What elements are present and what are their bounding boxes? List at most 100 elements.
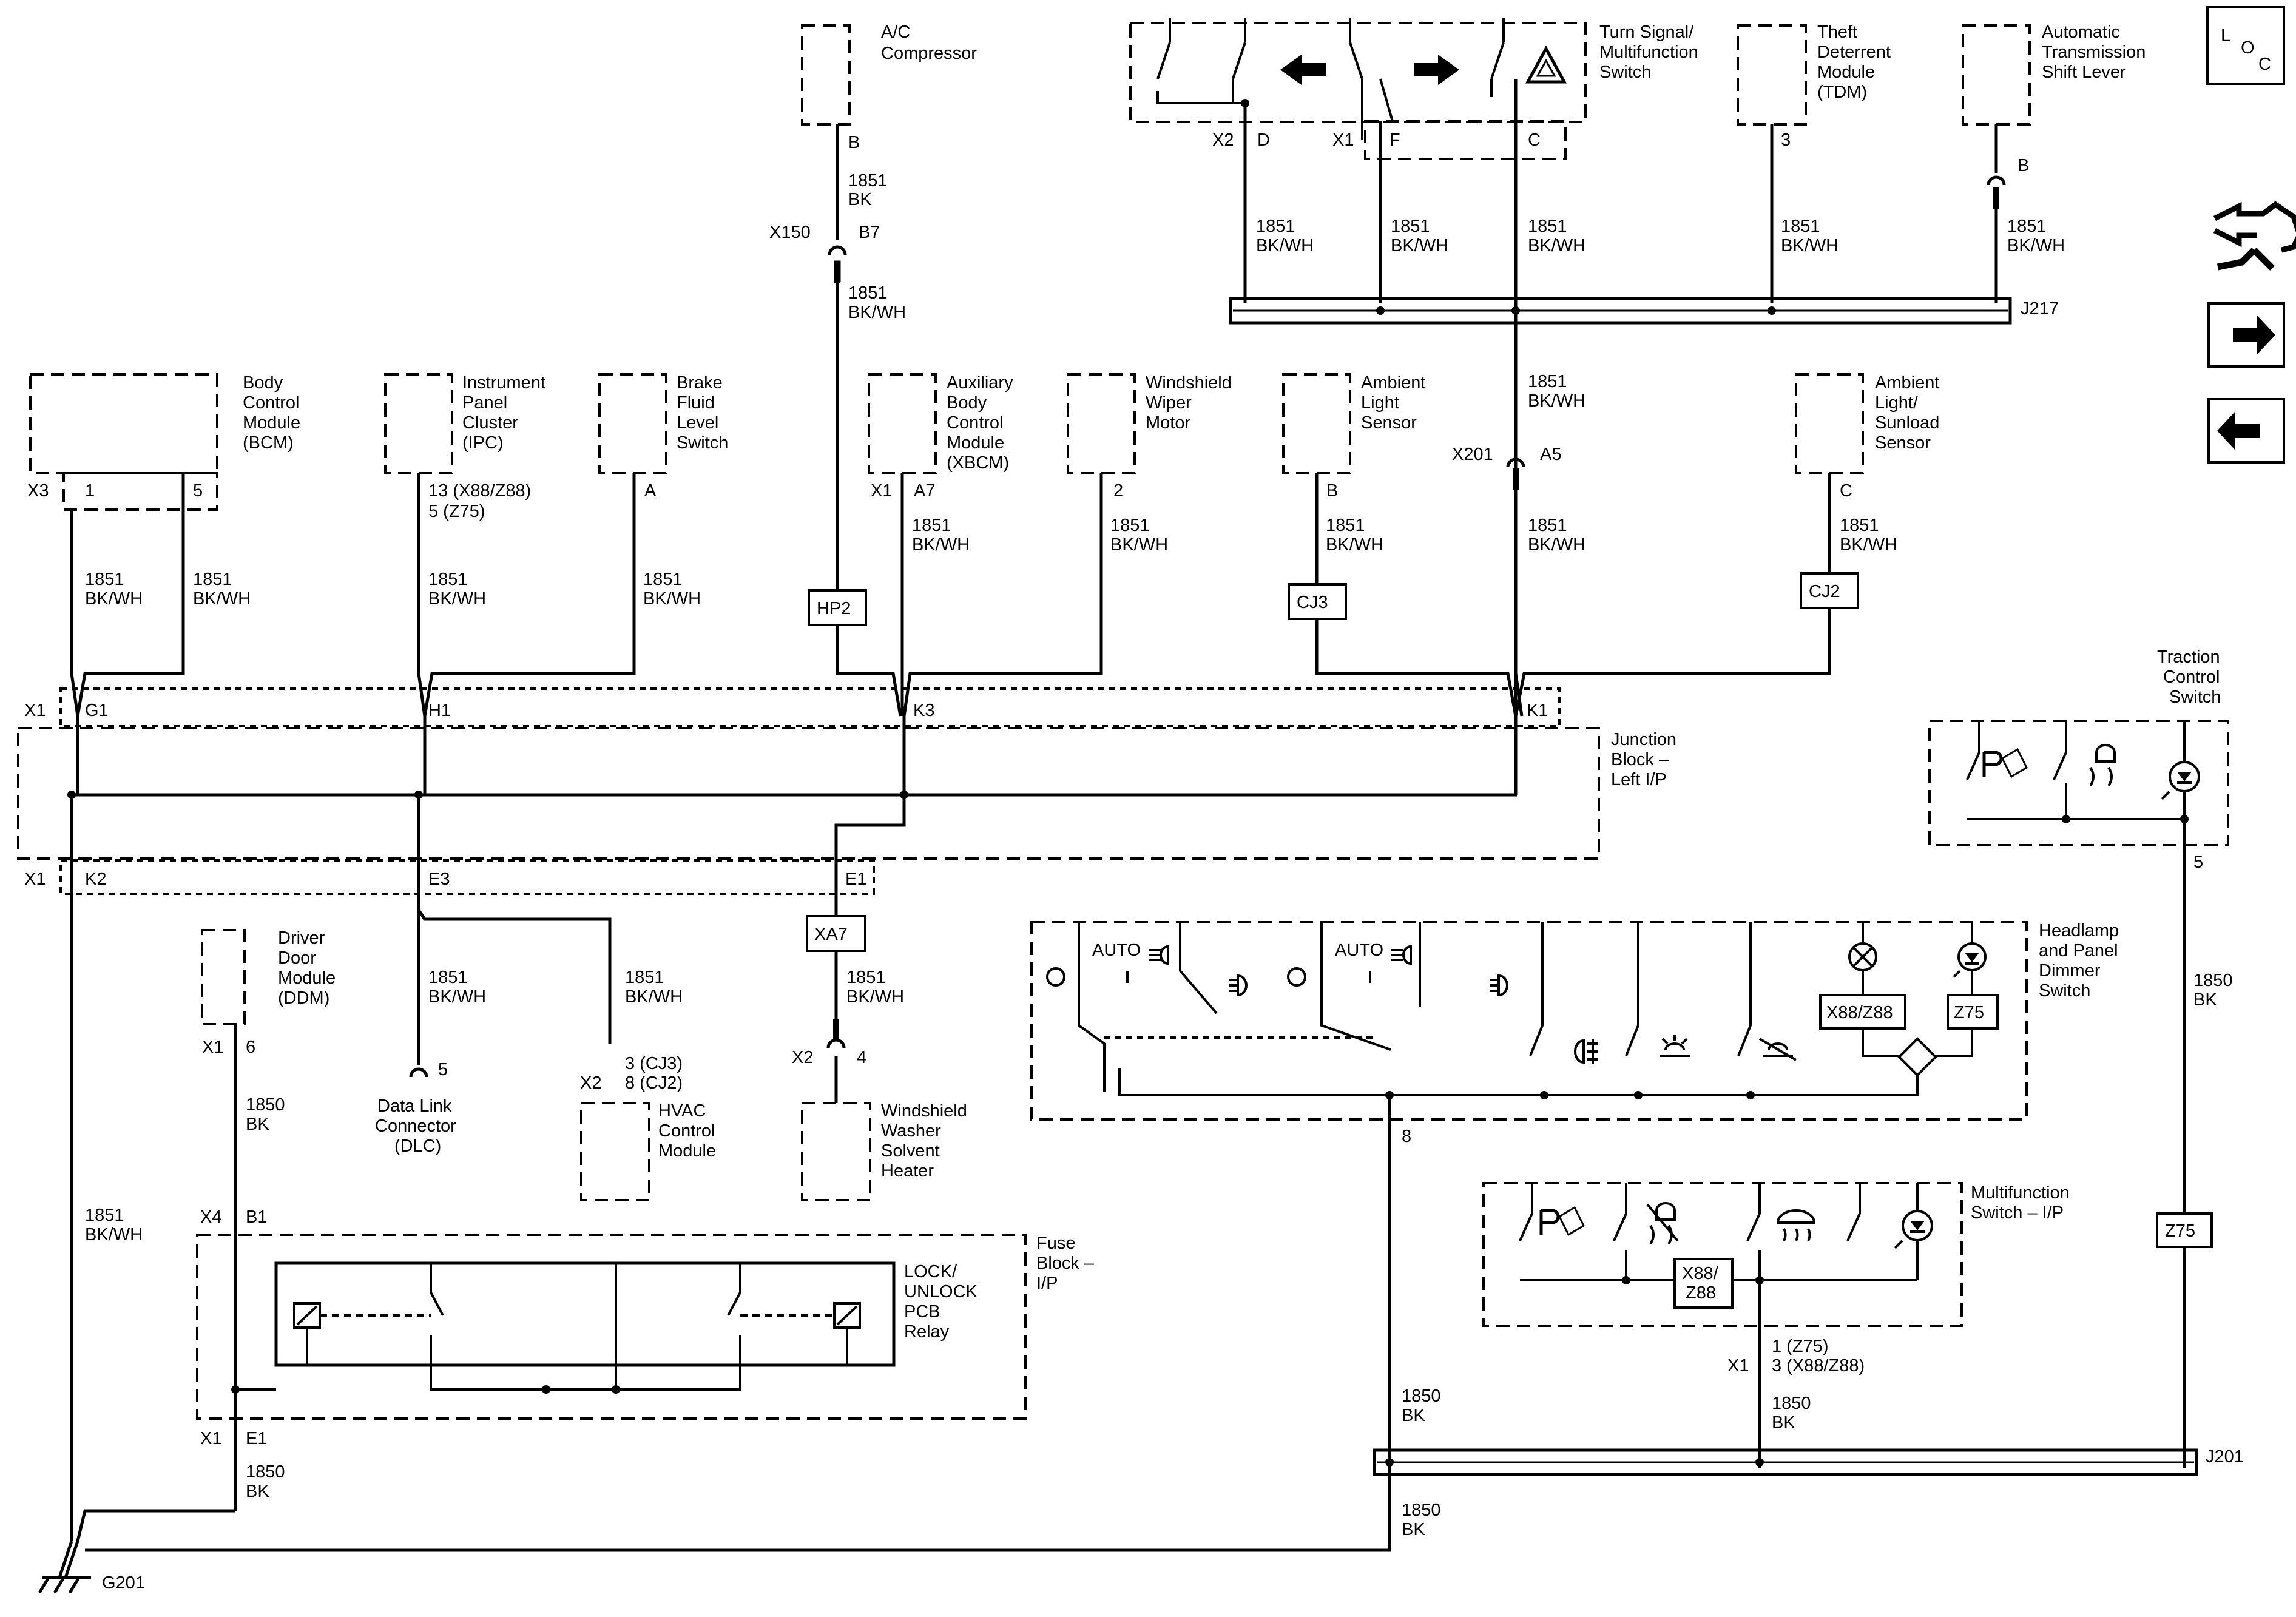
low-beam-icon [1229,974,1248,997]
j201-splice-bar: J201 1850 BK 1850 BK [1373,1386,2244,1539]
svg-text:1851: 1851 [625,968,664,987]
junction-block: X1 G1 H1 K3 K1 Junction Block – Left I/P… [17,687,1676,895]
svg-text:Light: Light [1361,393,1399,413]
loc-icon: L O C [2206,6,2285,85]
svg-text:K2: K2 [85,869,106,889]
cj2-splice: CJ2 [1800,572,1859,609]
svg-text:K3: K3 [913,701,934,720]
svg-text:BK/WH: BK/WH [2007,236,2065,255]
svg-text:Ambient: Ambient [1875,373,1939,393]
svg-text:Ambient: Ambient [1361,373,1425,393]
traction-icon [2089,744,2116,787]
svg-text:Motor: Motor [1146,413,1190,433]
svg-text:B: B [1326,481,1338,501]
defrost-icon [1776,1209,1816,1241]
svg-text:Multifunction: Multifunction [1599,42,1698,62]
svg-text:X4: X4 [200,1207,221,1227]
svg-text:BK/WH: BK/WH [1528,236,1585,255]
svg-text:X1: X1 [871,481,892,501]
svg-text:1850: 1850 [1402,1386,1441,1406]
svg-text:Driver: Driver [278,928,325,948]
svg-text:X2: X2 [580,1073,601,1093]
svg-text:C: C [1528,130,1541,150]
hp2-splice: HP2 [808,589,867,626]
svg-text:G1: G1 [85,701,109,720]
sunload-sensor: Ambient Light/ Sunload Sensor C 1851BK/W… [1795,373,1939,555]
svg-text:HP2: HP2 [817,599,851,618]
svg-text:5: 5 [2193,852,2203,872]
svg-text:Module: Module [658,1141,716,1161]
svg-text:BK/WH: BK/WH [193,589,251,609]
svg-text:BK: BK [1402,1406,1425,1425]
svg-text:1851: 1851 [1391,217,1430,236]
svg-text:Module: Module [1817,62,1875,82]
svg-text:X1: X1 [202,1038,223,1057]
svg-text:Block –: Block – [1611,750,1669,769]
svg-text:Solvent: Solvent [881,1141,940,1161]
svg-text:PCB: PCB [904,1302,940,1322]
park-brake-icon-2 [1539,1206,1585,1237]
svg-text:Sunload: Sunload [1875,413,1939,433]
tdm-module: Theft Deterrent Module (TDM) 3 [1737,22,1891,150]
svg-text:(DLC): (DLC) [394,1136,441,1156]
svg-text:Switch: Switch [1599,62,1651,82]
svg-text:1851: 1851 [428,570,468,589]
cj3-splice: CJ3 [1288,583,1347,620]
svg-text:1851: 1851 [2007,217,2047,236]
svg-text:BK/WH: BK/WH [643,589,701,609]
svg-text:E3: E3 [428,869,450,889]
svg-text:Deterrent: Deterrent [1817,42,1891,62]
svg-text:LOCK/: LOCK/ [904,1262,957,1281]
svg-text:(XBCM): (XBCM) [947,453,1009,473]
svg-text:Left I/P: Left I/P [1611,770,1667,789]
svg-text:BK/WH: BK/WH [1326,535,1383,555]
traction-icon-2 [1646,1202,1679,1245]
svg-text:Windshield: Windshield [1146,373,1232,393]
svg-text:Fluid: Fluid [677,393,715,413]
svg-text:1850: 1850 [1772,1394,1811,1413]
svg-text:Level: Level [677,413,718,433]
svg-text:Body: Body [243,373,283,393]
svg-text:Door: Door [278,948,316,968]
svg-text:B1: B1 [246,1207,267,1227]
svg-text:1851: 1851 [643,570,683,589]
svg-text:O: O [2241,38,2255,58]
dome-lamp-off-icon [1758,1038,1797,1061]
svg-text:BK: BK [1772,1413,1795,1433]
svg-text:BK/WH: BK/WH [85,1225,143,1244]
svg-text:8: 8 [1402,1127,1411,1146]
svg-text:1851: 1851 [1326,516,1365,535]
fuse-block: Fuse Block – I/P X4 B1 X1 E1 [196,1207,1095,1448]
svg-text:Module: Module [278,968,336,988]
svg-text:Heater: Heater [881,1161,934,1181]
led-icon [1953,922,1987,995]
j217-splice-bar: J217 [1229,297,2059,325]
svg-text:BK: BK [246,1115,269,1134]
svg-text:BK/WH: BK/WH [625,987,683,1007]
svg-text:BK/WH: BK/WH [428,589,486,609]
svg-text:Turn Signal/: Turn Signal/ [1599,22,1694,42]
svg-text:Windshield: Windshield [881,1101,967,1121]
svg-text:X2: X2 [792,1048,813,1067]
svg-text:Headlamp: Headlamp [2039,921,2119,940]
svg-text:1850: 1850 [1402,1501,1441,1520]
svg-text:G201: G201 [102,1573,145,1593]
svg-text:F: F [1389,130,1400,150]
svg-text:1851: 1851 [85,1206,124,1225]
svg-text:1851: 1851 [912,516,951,535]
dome-lamp-icon [1660,1035,1690,1057]
left-arrow-icon [2207,398,2285,464]
svg-text:A: A [644,481,657,501]
right-arrow-icon [2207,302,2285,368]
auto-headlamp-icon [1149,945,1169,965]
svg-text:Control: Control [243,393,300,413]
svg-text:Traction: Traction [2157,647,2220,667]
svg-text:1850: 1850 [246,1095,285,1115]
traction-control-switch: Traction Control Switch 5 1850 BK [1928,647,2233,1010]
